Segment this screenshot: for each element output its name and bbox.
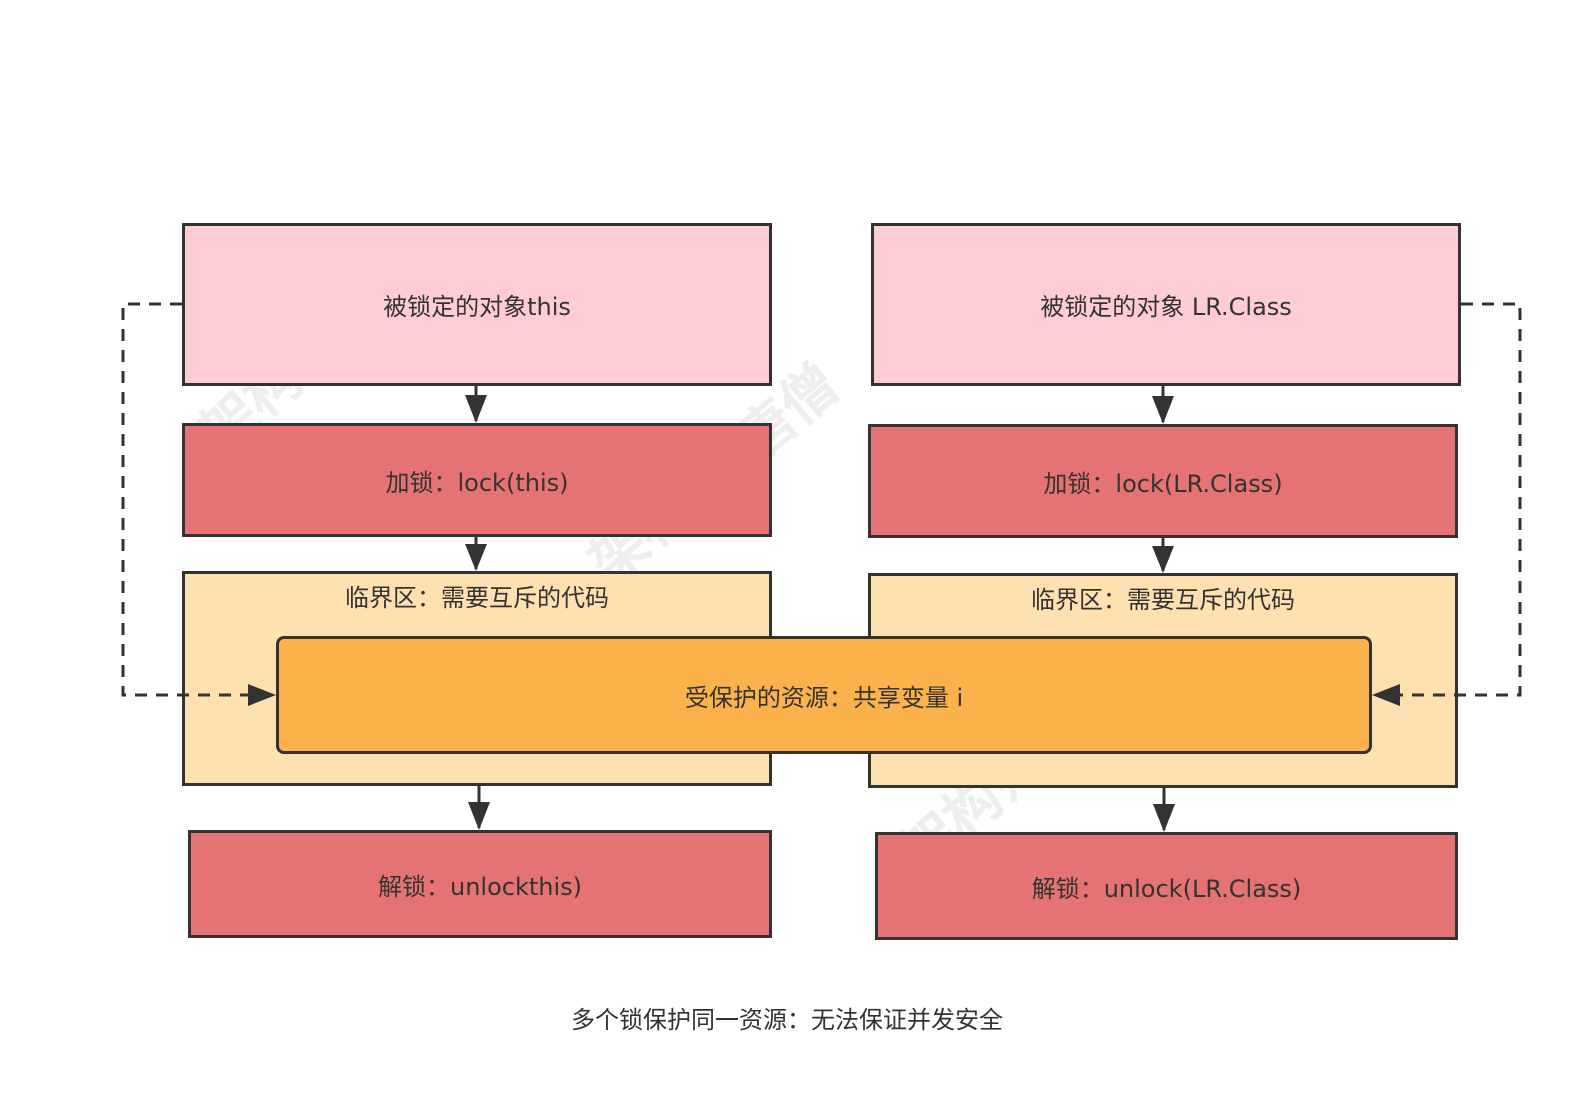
diagram-caption: 多个锁保护同一资源：无法保证并发安全: [571, 1006, 1003, 1034]
arrowhead-right-critical: [1152, 546, 1174, 573]
arrowhead-right-lock: [1152, 396, 1174, 424]
shared-resource: 受保护的资源：共享变量 i: [276, 636, 1372, 754]
right-unlock-step: 解锁：unlock(LR.Class): [875, 832, 1458, 940]
right-unlock-label: 解锁：unlock(LR.Class): [1031, 874, 1302, 903]
left-lock-label: 加锁：lock(this): [385, 468, 569, 497]
arrowhead-right-unlock: [1153, 804, 1175, 832]
arrowhead-left-lock: [465, 395, 487, 423]
left-unlock-label: 解锁：unlockthis): [377, 872, 583, 901]
shared-resource-label: 受保护的资源：共享变量 i: [684, 683, 964, 712]
arrowhead-left-unlock: [468, 802, 490, 830]
right-locked-object-label: 被锁定的对象 LR.Class: [1040, 293, 1292, 321]
arrowhead-left-critical: [465, 544, 487, 571]
left-locked-object: 被锁定的对象this: [182, 223, 772, 386]
left-unlock-step: 解锁：unlockthis): [188, 830, 772, 938]
right-critical-label: 临界区：需要互斥的代码: [1031, 586, 1295, 614]
left-locked-object-label: 被锁定的对象this: [383, 293, 571, 321]
left-lock-step: 加锁：lock(this): [182, 423, 772, 537]
left-critical-label: 临界区：需要互斥的代码: [345, 584, 609, 612]
right-lock-step: 加锁：lock(LR.Class): [868, 424, 1458, 538]
right-lock-label: 加锁：lock(LR.Class): [1043, 469, 1283, 498]
right-locked-object: 被锁定的对象 LR.Class: [871, 223, 1461, 386]
